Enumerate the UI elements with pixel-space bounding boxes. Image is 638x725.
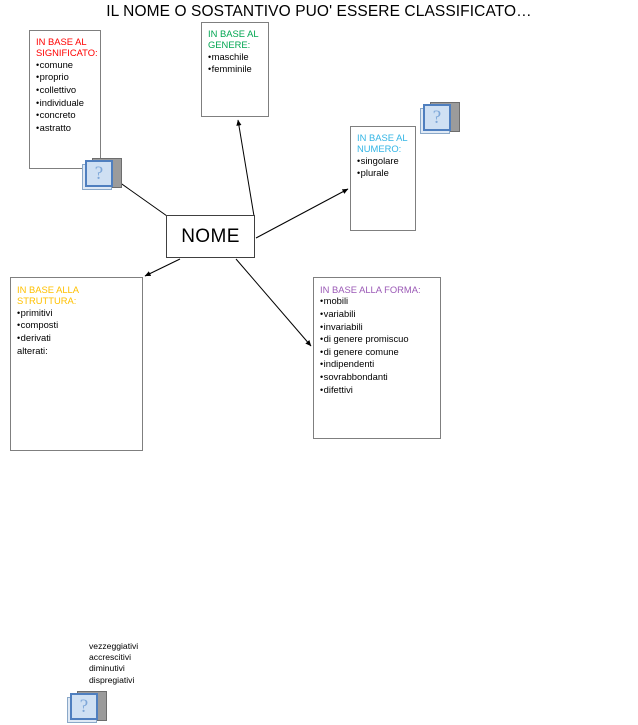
connector-nome-struttura: [144, 258, 181, 277]
list-item: derivati: [17, 332, 139, 345]
list-item: composti: [17, 319, 139, 332]
list-item: proprio: [36, 71, 97, 84]
question-mark-clipart-icon: ?: [418, 102, 462, 136]
question-mark-glyph: ?: [432, 107, 442, 128]
icon-front-sheet: ?: [70, 693, 98, 720]
list-item: sovrabbondanti: [320, 371, 437, 384]
node-box-genere[interactable]: IN BASE AL GENERE: maschile femminile ?: [201, 22, 460, 134]
node-box-struttura[interactable]: IN BASE ALLA STRUTTURA: primitivi compos…: [10, 277, 143, 723]
node-sublist-alterati: vezzeggiativi accrescitivi diminutivi di…: [89, 641, 138, 686]
question-mark-glyph: ?: [79, 696, 89, 717]
page-title: IL NOME O SOSTANTIVO PUO' ESSERE CLASSIF…: [106, 3, 532, 20]
sub-list-item: dispregiativi: [89, 674, 135, 685]
list-item: difettivi: [320, 384, 437, 397]
list-item: maschile: [208, 51, 265, 64]
node-box-forma[interactable]: IN BASE ALLA FORMA: mobili variabili inv…: [313, 277, 441, 439]
list-item: plurale: [357, 167, 412, 180]
node-list-significato: comune proprio collettivo individuale co…: [36, 59, 97, 135]
list-item: mobili: [320, 295, 437, 308]
node-list-genere: maschile femminile: [208, 51, 265, 76]
question-mark-clipart-icon: ?: [65, 691, 109, 725]
center-node-label: NOME: [181, 225, 240, 247]
node-list-struttura: primitivi composti derivati: [17, 307, 139, 345]
sub-list-item: diminutivi: [89, 663, 125, 674]
node-box-numero[interactable]: IN BASE AL NUMERO: singolare plurale ?: [350, 126, 416, 231]
question-mark-clipart-icon: ?: [80, 158, 124, 192]
icon-front-sheet: ?: [423, 104, 451, 131]
list-item: indipendenti: [320, 358, 437, 371]
icon-front-sheet: ?: [85, 160, 113, 187]
node-trailing-line-alterati: alterati:: [17, 344, 48, 356]
node-heading-significato: IN BASE AL SIGNIFICATO:: [36, 36, 98, 59]
question-mark-glyph: ?: [94, 163, 104, 184]
node-list-forma: mobili variabili invariabili di genere p…: [320, 295, 437, 396]
node-heading-struttura: IN BASE ALLA STRUTTURA:: [17, 284, 79, 307]
node-list-numero: singolare plurale: [357, 155, 412, 180]
list-item: femminile: [208, 63, 265, 76]
diagram-canvas: IL NOME O SOSTANTIVO PUO' ESSERE CLASSIF…: [0, 0, 638, 478]
sub-list-item: accrescitivi: [89, 652, 132, 663]
sub-list-item: vezzeggiativi: [89, 641, 139, 651]
list-item: di genere promiscuo: [320, 333, 437, 346]
list-item: concreto: [36, 109, 97, 122]
list-item: singolare: [357, 155, 412, 168]
node-heading-genere: IN BASE AL GENERE:: [208, 28, 259, 51]
connector-nome-numero: [255, 188, 349, 239]
node-heading-numero: IN BASE AL NUMERO:: [357, 132, 408, 155]
list-item: invariabili: [320, 321, 437, 334]
node-heading-forma: IN BASE ALLA FORMA:: [320, 284, 421, 295]
list-item: variabili: [320, 308, 437, 321]
connector-nome-genere: [236, 119, 255, 217]
list-item: individuale: [36, 97, 97, 110]
list-item: primitivi: [17, 307, 139, 320]
list-item: comune: [36, 59, 97, 72]
list-item: di genere comune: [320, 346, 437, 359]
center-node-nome[interactable]: NOME: [166, 215, 255, 258]
node-box-significato[interactable]: IN BASE AL SIGNIFICATO: comune proprio c…: [29, 30, 122, 190]
list-item: collettivo: [36, 84, 97, 97]
connector-nome-forma: [235, 258, 312, 347]
list-item: astratto: [36, 122, 97, 135]
